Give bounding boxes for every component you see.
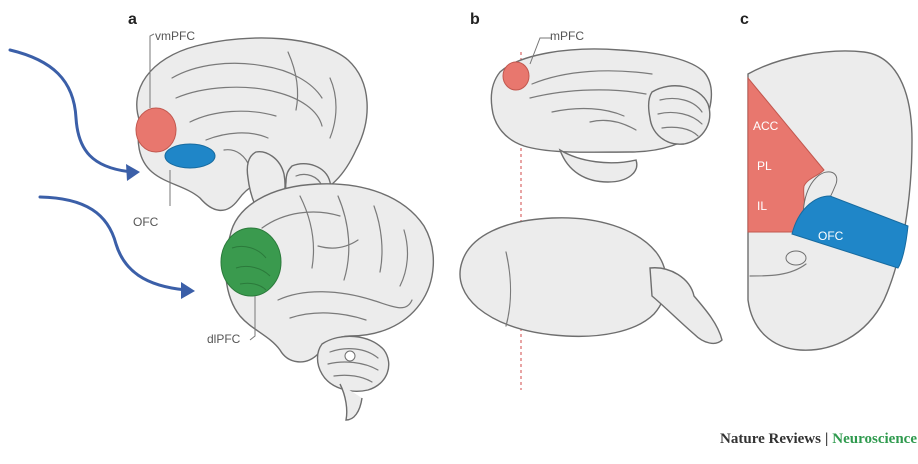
pl-label: PL xyxy=(757,159,772,173)
panel-a: a xyxy=(128,11,433,420)
annotation-arrowhead-bottom xyxy=(181,282,195,299)
panel-c: c ACC PL IL OFC xyxy=(740,11,912,350)
credit-subject: Neuroscience xyxy=(832,431,917,447)
lateral-brain-illustration xyxy=(221,184,433,420)
rodent-sagittal-brain xyxy=(491,49,711,182)
panel-c-letter: c xyxy=(740,11,749,28)
acc-label: ACC xyxy=(753,119,779,133)
panel-b: b mPFC xyxy=(460,11,722,390)
panel-a-letter: a xyxy=(128,11,137,28)
il-label: IL xyxy=(757,199,767,213)
dlpfc-region xyxy=(221,228,281,296)
credit-separator: | xyxy=(825,431,828,447)
panel-b-letter: b xyxy=(470,11,480,28)
journal-credit: Nature Reviews|Neuroscience xyxy=(720,431,917,447)
ofc-label-c: OFC xyxy=(818,229,844,243)
coronal-section xyxy=(748,51,912,350)
dlpfc-label: dlPFC xyxy=(207,332,241,346)
mpfc-label: mPFC xyxy=(550,29,584,43)
vmpfc-label: vmPFC xyxy=(155,29,195,43)
mpfc-region xyxy=(503,62,529,90)
credit-journal: Nature Reviews xyxy=(720,431,821,447)
annotation-arrow-top xyxy=(10,50,132,172)
ofc-region-medial xyxy=(165,144,215,168)
ofc-label-a: OFC xyxy=(133,215,159,229)
rodent-dorsal-brain xyxy=(460,218,722,344)
annotation-arrow-bottom xyxy=(40,197,186,290)
vmpfc-region xyxy=(136,108,176,152)
annotation-arrowhead-top xyxy=(126,164,140,181)
credit-line: Nature Reviews|Neuroscience xyxy=(720,431,917,447)
